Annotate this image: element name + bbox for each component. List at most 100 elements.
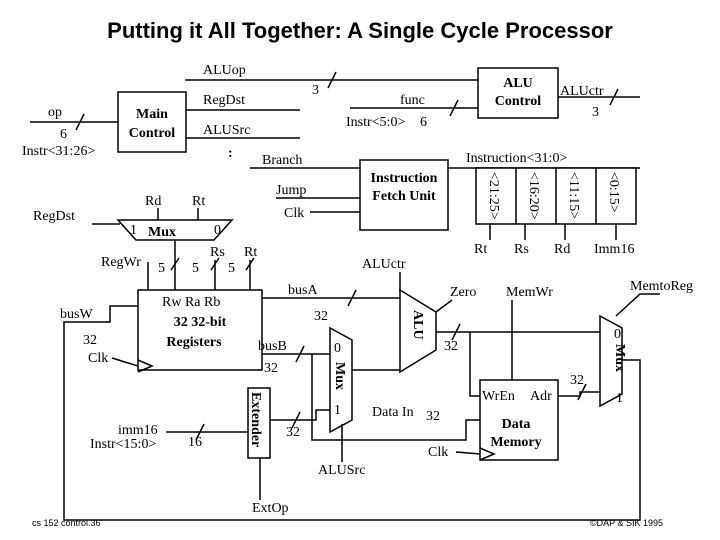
extop-label: ExtOp	[252, 501, 289, 516]
aluop-slash	[327, 71, 337, 89]
data-memory-clock-triangle	[479, 447, 496, 461]
mem-out-slash	[577, 383, 587, 401]
zero-label: Zero	[450, 285, 476, 300]
ifu-line2: Fetch Unit	[372, 189, 436, 204]
bits-21-25: <21:25>	[486, 172, 501, 220]
alu-label: ALU	[410, 310, 425, 340]
register-file	[137, 289, 263, 371]
instruction-fetch-unit	[359, 159, 449, 231]
aluop-width: 3	[312, 83, 319, 98]
imm16-slash	[195, 423, 205, 441]
imm16-label: imm16	[118, 423, 158, 438]
field-rd-label: Rd	[554, 242, 570, 257]
instruction-31-0-label: Instruction<31:0>	[466, 151, 567, 166]
memtoreg-wire	[615, 293, 660, 317]
ra-slash	[210, 257, 220, 271]
alusrc-mux-one: 1	[334, 403, 341, 418]
alusrc-mux-zero: 0	[334, 341, 341, 356]
regdst-mux	[116, 219, 234, 241]
extender-label: Extender	[248, 392, 263, 447]
main-control-line1: Main	[136, 107, 168, 122]
footer-left: cs 152 control.36	[32, 518, 101, 528]
rw-slash	[170, 257, 180, 271]
data-memory-line2: Memory	[490, 435, 541, 450]
regdst-mux-zero: 0	[214, 223, 221, 238]
bits-0-15: <0:15>	[606, 172, 621, 213]
alu-control-line1: ALU	[503, 76, 533, 91]
mem-out-width: 32	[570, 373, 584, 388]
data-in-width: 32	[426, 409, 440, 424]
data-in-label: Data In	[372, 405, 414, 420]
memtoreg-label: MemtoReg	[630, 279, 693, 294]
ifu-line1: Instruction	[371, 171, 438, 186]
op-label: op	[48, 105, 62, 120]
rt-label: Rt	[192, 194, 205, 209]
extender-out-slash	[291, 411, 301, 429]
clk-mem-wire	[455, 451, 481, 455]
register-clock-triangle	[137, 359, 154, 373]
memtoreg-mux	[599, 314, 623, 408]
alusrc-bottom-label: ALUSrc	[318, 463, 365, 478]
alu-out-width: 32	[444, 339, 458, 354]
alu-control-box	[477, 67, 559, 119]
bits-11-15: <11:15>	[566, 172, 581, 219]
busa-label: busA	[288, 283, 318, 298]
func-width: 6	[420, 115, 427, 130]
zero-wire	[435, 299, 453, 313]
extender-out-wire	[270, 409, 330, 421]
busw-label: busW	[60, 307, 93, 322]
instr-5-0-label: Instr<5:0>	[346, 115, 405, 130]
rs-label: Rs	[210, 245, 225, 260]
mem-out-wire	[558, 391, 600, 397]
registers-line1: 32 32-bit	[174, 315, 227, 330]
busw-width: 32	[83, 333, 97, 348]
imm16-width: 16	[188, 435, 202, 450]
alu	[399, 288, 437, 374]
aluctr-top-label: ALUctr	[560, 84, 604, 99]
busb-width: 32	[264, 361, 278, 376]
op-slash	[75, 113, 85, 131]
main-control-line2: Control	[129, 126, 176, 141]
regdst-mux-one: 1	[130, 223, 137, 238]
aluctr-slash	[609, 88, 619, 106]
memtoreg-mux-zero: 0	[614, 327, 621, 342]
regdst-top-label: RegDst	[203, 93, 245, 108]
busw-wire	[70, 305, 138, 323]
instr-15-0-label: Instr<15:0>	[90, 437, 156, 452]
extender-out-width: 32	[286, 425, 300, 440]
slide-title: Putting it All Together: A Single Cycle …	[107, 18, 613, 43]
control-dots: :	[228, 146, 233, 161]
aluctr-width: 3	[592, 105, 599, 120]
rt2-label: Rt	[244, 245, 257, 260]
bits-16-20: <16:20>	[526, 172, 541, 220]
func-label: func	[400, 93, 425, 108]
data-memory-line1: Data	[502, 417, 531, 432]
alu-out-slash	[451, 323, 461, 341]
memtoreg-mux-label: Mux	[612, 344, 627, 372]
field-rs-label: Rs	[514, 242, 529, 257]
memwr-label: MemWr	[506, 285, 553, 300]
wren-label: WrEn	[482, 389, 515, 404]
busa-width: 32	[314, 309, 328, 324]
alusrc-mux	[329, 326, 353, 434]
regwr-label: RegWr	[101, 255, 141, 270]
clk-mem-label: Clk	[428, 445, 448, 460]
busb-slash	[295, 345, 305, 363]
field-rt-label: Rt	[474, 242, 487, 257]
branch-label: Branch	[262, 153, 302, 168]
rd-label: Rd	[145, 194, 161, 209]
rb-slash	[245, 257, 255, 271]
extender	[247, 387, 271, 459]
clk-fetch-label: Clk	[284, 206, 304, 221]
alusrc-mux-label: Mux	[332, 362, 347, 390]
aluop-label: ALUop	[203, 63, 246, 78]
clk-left-wire	[111, 357, 139, 367]
alu-control-line2: Control	[495, 94, 542, 109]
ra-width: 5	[192, 261, 199, 276]
alusrc-top-label: ALUSrc	[203, 123, 250, 138]
rb-width: 5	[228, 261, 235, 276]
data-in-wire	[311, 354, 480, 441]
regdst-mux-label: Mux	[148, 225, 176, 240]
